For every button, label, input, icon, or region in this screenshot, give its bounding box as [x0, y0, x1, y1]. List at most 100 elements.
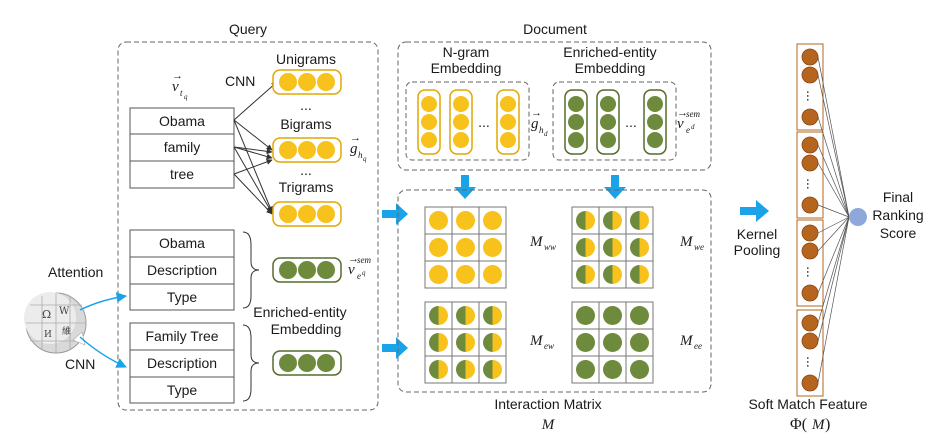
svg-text:W: W	[59, 306, 70, 317]
feature-dots: ...	[804, 90, 820, 102]
matrix-ew	[424, 301, 507, 384]
svg-text:e: e	[357, 271, 361, 281]
matrix-dot	[429, 211, 448, 230]
matrix-dot-left	[456, 306, 466, 325]
svg-text:q: q	[363, 155, 367, 163]
svg-text:→: →	[531, 107, 542, 119]
matrix-dot	[576, 360, 595, 379]
query-enriched-label-2: Embedding	[271, 321, 342, 337]
feature-node	[801, 108, 819, 126]
bigram-vector	[272, 137, 342, 163]
matrix-dot	[576, 333, 595, 352]
fc-connections	[817, 56, 850, 384]
query-enriched-label-1: Enriched-entity	[253, 304, 346, 320]
entity1-type: Type	[167, 289, 198, 305]
entity2-type: Type	[167, 382, 198, 398]
svg-text:sem: sem	[357, 255, 371, 265]
entity2-name: Family Tree	[145, 328, 218, 344]
fc-line	[817, 144, 850, 218]
matrix-dot-left	[429, 333, 439, 352]
mwe-symbol: M we	[679, 234, 704, 252]
svg-text:ee: ee	[694, 341, 702, 351]
svg-text:→: →	[350, 132, 361, 144]
attention-label: Attention	[48, 264, 103, 280]
feature-dots: ...	[804, 266, 820, 278]
veq-symbol: → v sem e q	[348, 253, 371, 281]
matrix-dot	[483, 211, 502, 230]
feature-node	[801, 196, 819, 214]
vtq-symbol: v → t q	[172, 70, 188, 101]
matrix-dot-left	[456, 360, 466, 379]
feature-node	[801, 66, 819, 84]
fc-line	[817, 216, 850, 342]
matrix-dot-right	[438, 333, 448, 352]
svg-text:→: →	[677, 107, 688, 119]
query-word-obama: Obama	[159, 113, 205, 129]
matrix-dot	[603, 333, 622, 352]
matrix-dot-left	[576, 238, 586, 257]
matrix-dot-left	[603, 211, 613, 230]
svg-text:we: we	[694, 242, 704, 252]
matrix-dot	[456, 238, 475, 257]
matrix-dot-left	[483, 360, 493, 379]
fc-line	[817, 162, 850, 218]
matrix-ww	[424, 206, 507, 289]
feature-dots: ...	[804, 356, 820, 368]
query-title: Query	[229, 21, 267, 37]
svg-text:v: v	[348, 262, 355, 278]
svg-text:M: M	[679, 234, 694, 250]
svg-text:維: 維	[62, 325, 71, 337]
interaction-matrix-symbol: M	[541, 417, 556, 433]
entity2-vector	[272, 350, 342, 376]
matrix-dot-right	[492, 306, 502, 325]
feature-node	[801, 284, 819, 302]
doc-to-matrix-arrows	[454, 175, 626, 199]
matrix-dot-right	[465, 360, 475, 379]
matrix-dot-right	[438, 360, 448, 379]
wiki-cnn-label: CNN	[65, 356, 95, 372]
kernel-label: Kernel	[737, 226, 777, 242]
matrix-dot-left	[429, 306, 439, 325]
doc-entity-embedding-label-1: Enriched-entity	[563, 44, 656, 60]
entity1-description: Description	[147, 262, 217, 278]
fc-line	[817, 116, 850, 218]
query-panel	[117, 41, 379, 411]
pooling-label: Pooling	[734, 242, 781, 258]
matrix-dot-left	[603, 265, 613, 284]
svg-text:→: →	[172, 70, 183, 82]
svg-text:M: M	[679, 333, 694, 349]
svg-text:t: t	[180, 88, 183, 98]
matrix-dot-right	[585, 211, 595, 230]
feature-dots: ...	[804, 178, 820, 190]
feature-node	[801, 332, 819, 350]
trigrams-label: Trigrams	[279, 179, 334, 195]
fc-line	[817, 216, 850, 384]
doc-entity-vectors	[564, 89, 667, 155]
document-panel	[397, 41, 712, 171]
matrix-dot-right	[639, 238, 649, 257]
svg-text:e: e	[686, 125, 690, 135]
matrix-dot-left	[429, 360, 439, 379]
feature-node	[801, 314, 819, 332]
trigram-vector	[272, 201, 342, 227]
ngram-dots-2: ...	[300, 162, 312, 178]
kernel-pooling-arrow	[740, 200, 769, 222]
final-score-node	[849, 208, 867, 226]
soft-match-caption: Soft Match Feature	[748, 396, 867, 412]
query-word-tree: tree	[170, 166, 194, 182]
feature-node	[801, 48, 819, 66]
query-to-matrix-arrows	[382, 203, 408, 359]
svg-text:ew: ew	[544, 341, 554, 351]
mee-symbol: M ee	[679, 333, 702, 351]
matrix-dot	[630, 333, 649, 352]
document-title: Document	[523, 21, 587, 37]
matrix-dot-left	[576, 265, 586, 284]
ngram-embedding-label-1: N-gram	[443, 44, 490, 60]
entity-box-2: Family Tree Description Type	[129, 322, 235, 404]
svg-text:И: И	[44, 330, 52, 340]
ngram-embedding-label-2: Embedding	[431, 60, 502, 76]
matrix-dot-left	[456, 333, 466, 352]
ved-symbol: → v sem e d	[677, 107, 700, 135]
